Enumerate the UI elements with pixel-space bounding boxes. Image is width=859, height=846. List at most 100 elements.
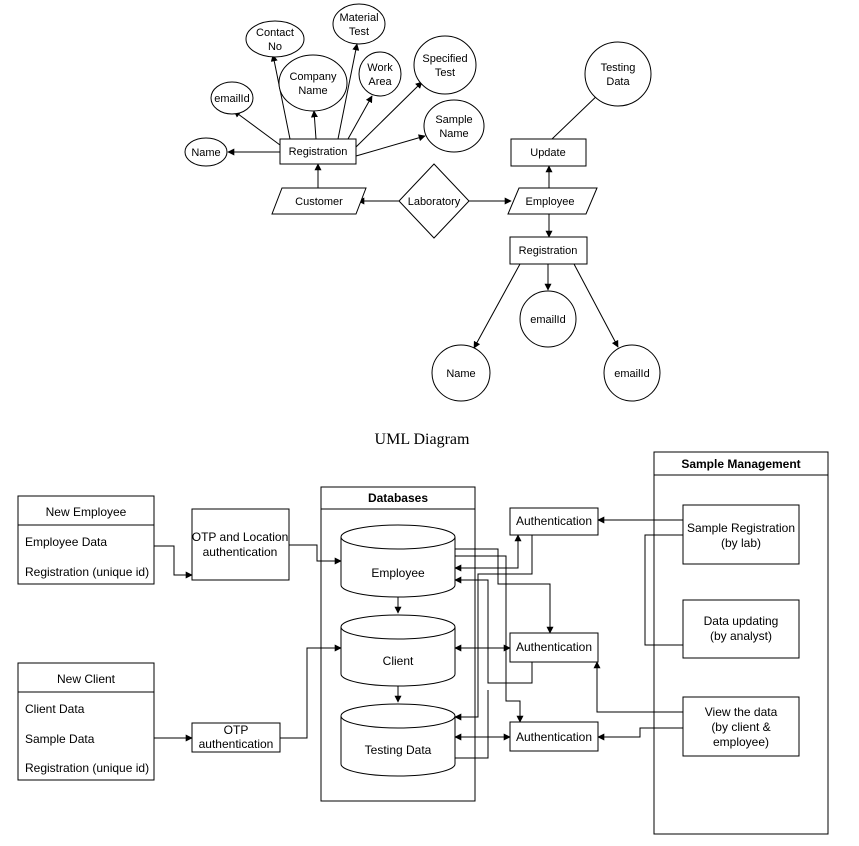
update-label: Update <box>530 147 565 159</box>
authentication-box-1[interactable] <box>509 507 599 536</box>
new-employee-row-2: Registration (unique id) <box>25 565 149 579</box>
edge-empreg-emailid2 <box>573 263 619 348</box>
company-name-ellipse[interactable] <box>278 54 348 112</box>
sample-registration-label-2: (by lab) <box>721 536 761 550</box>
data-updating-label-1: Data updating <box>704 614 779 628</box>
customer-label: Customer <box>295 196 343 208</box>
employee-label: Employee <box>526 196 575 208</box>
testing-data-db-label: Testing Data <box>365 743 432 757</box>
new-client-title: New Client <box>57 672 116 686</box>
edge-dataupdating-loop <box>644 534 683 646</box>
edge-testingdb-side <box>455 690 489 759</box>
authentication-box-2[interactable] <box>509 632 599 663</box>
er-shapes: Laboratory Customer Employee Registratio… <box>184 3 661 402</box>
company-name-label-1: Company <box>289 71 337 83</box>
sample-registration-label-1: Sample Registration <box>687 521 795 535</box>
view-data-box[interactable] <box>682 696 800 757</box>
edge-otp-clientdb <box>280 644 342 739</box>
employee-emailid2-label: emailId <box>614 368 649 380</box>
otp-location-label-2: authentication <box>203 545 278 559</box>
edge-reg-workarea <box>347 95 373 140</box>
employee-emailid-ellipse[interactable] <box>519 290 577 348</box>
uml-connectors <box>154 516 683 759</box>
material-test-ellipse[interactable] <box>332 3 386 45</box>
customer-registration-box[interactable] <box>279 138 357 165</box>
customer-name-label: Name <box>191 147 220 159</box>
diagram-caption: UML Diagram <box>375 431 470 448</box>
work-area-label-2: Area <box>368 76 392 88</box>
specified-test-ellipse[interactable] <box>413 35 477 95</box>
view-data-label-3: employee) <box>713 735 769 749</box>
edge-employeedb-auth3 <box>455 555 524 723</box>
view-data-label-1: View the data <box>705 705 778 719</box>
sample-name-ellipse[interactable] <box>423 99 485 153</box>
client-db-cylinder[interactable] <box>340 627 456 687</box>
work-area-label-1: Work <box>367 62 393 74</box>
uml-left: New Employee Employee Data Registration … <box>17 495 290 781</box>
new-employee-box[interactable] <box>17 495 155 585</box>
new-client-row-1: Client Data <box>25 702 85 716</box>
contact-no-label-2: No <box>268 41 282 53</box>
sample-management-container: Sample Management Sample Registration (b… <box>653 451 829 835</box>
databases-title: Databases <box>368 491 428 505</box>
authentication-label-3: Authentication <box>516 730 592 744</box>
new-employee-title: New Employee <box>46 505 127 519</box>
employee-name-ellipse[interactable] <box>431 344 491 402</box>
customer-emailid-label: emailId <box>214 93 249 105</box>
material-test-label-1: Material <box>339 12 378 24</box>
sample-name-label-1: Sample <box>435 114 472 126</box>
edge-reg-emailid <box>233 110 281 146</box>
laboratory-label: Laboratory <box>408 196 461 208</box>
databases-container: Databases Employee Client Testing Data <box>320 486 476 802</box>
employee-emailid2-ellipse[interactable] <box>603 344 661 402</box>
update-box[interactable] <box>510 138 587 167</box>
testing-data-db-cylinder[interactable] <box>340 716 456 777</box>
sample-management-title: Sample Management <box>681 457 800 471</box>
laboratory-diamond[interactable] <box>398 163 470 239</box>
contact-no-label-1: Contact <box>256 27 294 39</box>
authentication-boxes: Authentication Authentication Authentica… <box>509 507 599 752</box>
testing-data-label-1: Testing <box>601 62 636 74</box>
data-updating-label-2: (by analyst) <box>710 629 772 643</box>
employee-db-cylinder[interactable] <box>340 537 456 598</box>
edge-auth1-testingdb <box>454 535 533 721</box>
employee-parallelogram[interactable] <box>507 187 598 215</box>
employee-registration-box[interactable] <box>509 236 588 265</box>
edge-reg-material <box>337 43 360 140</box>
new-client-row-3: Registration (unique id) <box>25 761 149 775</box>
employee-name-label: Name <box>446 368 475 380</box>
edge-reg-sample <box>355 134 426 157</box>
edge-otplocation-employeedb <box>289 544 342 565</box>
employee-emailid-label: emailId <box>530 314 565 326</box>
work-area-ellipse[interactable] <box>358 51 402 97</box>
edge-reg-specified <box>355 81 423 148</box>
edge-auth1-employeedb <box>454 534 522 572</box>
sample-name-label-2: Name <box>439 128 468 140</box>
edge-employeedb-auth2 <box>455 548 554 634</box>
data-updating-box[interactable] <box>682 599 800 659</box>
edge-empreg-name <box>473 263 521 349</box>
er-edges <box>227 43 619 349</box>
authentication-label-2: Authentication <box>516 640 592 654</box>
company-name-label-2: Name <box>298 85 327 97</box>
customer-parallelogram[interactable] <box>271 187 367 215</box>
edge-reg-company <box>310 110 318 140</box>
employee-db-label: Employee <box>371 566 425 580</box>
otp-label-1: OTP <box>224 723 249 737</box>
new-client-box[interactable] <box>17 662 155 781</box>
contact-no-ellipse[interactable] <box>245 20 305 58</box>
view-data-label-2: (by client & <box>711 720 770 734</box>
new-employee-row-1: Employee Data <box>25 535 107 549</box>
otp-location-label-1: OTP and Location <box>192 530 289 544</box>
testing-data-label-2: Data <box>606 76 630 88</box>
testing-data-ellipse[interactable] <box>584 41 652 107</box>
edge-auth2-employeedb <box>454 576 533 684</box>
edge-update-testingdata <box>551 90 603 140</box>
material-test-label-2: Test <box>349 26 369 38</box>
edge-reg-contact <box>270 54 291 140</box>
customer-name-ellipse[interactable] <box>184 137 228 167</box>
customer-emailid-ellipse[interactable] <box>210 81 254 115</box>
sample-registration-box[interactable] <box>682 504 800 565</box>
